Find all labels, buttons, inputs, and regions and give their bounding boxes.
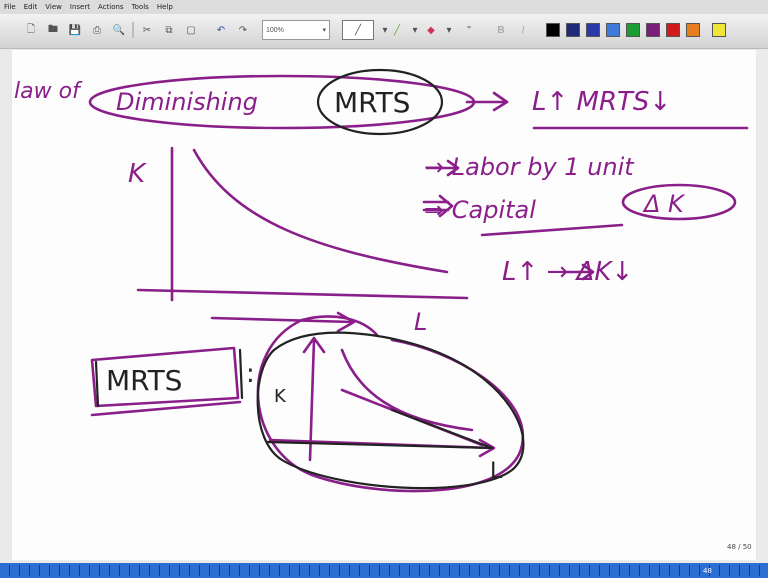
small-curve xyxy=(340,348,474,432)
ellipse-mrts-black xyxy=(316,68,444,136)
lower-black-ellipse xyxy=(256,331,525,490)
undo-icon[interactable]: ↶ xyxy=(216,24,226,36)
new-page-icon[interactable]: 🗋 xyxy=(26,23,36,35)
vertical-scrollbar[interactable] xyxy=(757,50,768,560)
save-icon[interactable]: 💾 xyxy=(68,24,82,36)
small-l-label: L xyxy=(490,459,503,484)
eraser-options-icon[interactable]: ▾ xyxy=(446,24,452,36)
ellipse-delta-k xyxy=(621,183,737,221)
mrts-underline xyxy=(90,400,242,417)
copy-icon[interactable]: ⧉ xyxy=(165,24,173,36)
eraser-icon[interactable]: ◆ xyxy=(427,24,435,36)
bold-button[interactable]: B xyxy=(497,24,505,36)
menu-help[interactable]: Help xyxy=(156,3,173,11)
status-bar-track xyxy=(0,565,768,576)
print-icon[interactable]: ⎙ xyxy=(93,24,101,36)
menu-insert[interactable]: Insert xyxy=(69,3,90,11)
whiteboard-page[interactable]: law of Diminishing L↑ MRTS↓ K L → Labor … xyxy=(12,50,756,560)
axis-l-label: L xyxy=(414,308,427,336)
double-arrow-note2 xyxy=(422,194,454,218)
color-swatch-purple[interactable] xyxy=(646,23,660,37)
color-swatch-orange[interactable] xyxy=(686,23,700,37)
mrts-colon: : xyxy=(246,359,255,389)
ink-layer: law of Diminishing L↑ MRTS↓ K L → Labor … xyxy=(14,68,749,493)
color-swatch-black[interactable] xyxy=(546,23,560,37)
mrts-circled-label: MRTS xyxy=(334,86,410,119)
lower-x-axis-black xyxy=(265,440,494,450)
l-up-mrts-down-label: L↑ MRTS↓ xyxy=(532,87,671,117)
mrts-box-left-stroke xyxy=(94,360,100,408)
arrow-below-graph xyxy=(210,311,356,333)
note-delta-k: Δ K xyxy=(642,190,686,218)
color-swatch-yellow[interactable] xyxy=(712,23,726,37)
color-swatch-navy[interactable] xyxy=(566,23,580,37)
mrts-box xyxy=(90,346,240,408)
lower-tangent-black xyxy=(390,408,494,450)
zoom-value: 100% xyxy=(266,26,284,34)
cut-icon[interactable]: ✂ xyxy=(142,24,152,36)
color-swatch-blue[interactable] xyxy=(586,23,600,37)
highlighter-icon[interactable]: ╱ xyxy=(393,24,401,36)
pen-options-icon[interactable]: ▾ xyxy=(382,24,388,36)
law-label: law of xyxy=(14,79,83,104)
highlighter-options-icon[interactable]: ▾ xyxy=(412,24,418,36)
pen-tool-button[interactable]: ╱ xyxy=(342,20,374,40)
more-tools-icon[interactable]: " xyxy=(467,24,471,36)
small-k-label: K xyxy=(274,386,287,407)
zoom-select[interactable]: 100% ▾ xyxy=(262,20,330,40)
note-capital: ⇒ Capital xyxy=(424,196,536,224)
color-swatch-red[interactable] xyxy=(666,23,680,37)
lower-ellipse-top xyxy=(300,315,379,337)
arrow-note1 xyxy=(425,159,460,177)
mrts-box-label: MRTS xyxy=(106,364,182,397)
small-y-axis xyxy=(302,336,326,462)
slide-counter: 48 / 50 xyxy=(727,543,752,551)
status-page-number: 48 xyxy=(703,567,712,575)
arrow-note3 xyxy=(565,263,595,281)
toolbar: 🗋 🖿 💾 ⎙ 🔍 ✂ ⧉ ▢ ↶ ↷ 100% ▾ ╱ ▾ ╱ ▾ ◆ ▾ "… xyxy=(0,14,768,49)
arrow-right-1 xyxy=(465,91,509,112)
menu-edit[interactable]: Edit xyxy=(23,3,38,11)
menu-bar: File Edit View Insert Actions Tools Help xyxy=(0,0,768,14)
menu-actions[interactable]: Actions xyxy=(97,3,124,11)
open-icon[interactable]: 🖿 xyxy=(48,23,58,35)
color-swatch-light-blue[interactable] xyxy=(606,23,620,37)
paste-icon[interactable]: ▢ xyxy=(186,24,196,36)
note-l-up-delta-k-down: L↑ → ΔK↓ xyxy=(502,257,633,287)
mrts-box-right-stroke xyxy=(238,348,244,400)
note-labor-by-unit: → Labor by 1 unit xyxy=(424,153,635,181)
axis-k-label: K xyxy=(128,159,147,189)
diminishing-label: Diminishing xyxy=(116,88,258,116)
x-axis-top-graph xyxy=(136,288,469,300)
chevron-down-icon: ▾ xyxy=(322,27,326,34)
pen-icon: ╱ xyxy=(354,24,362,36)
color-swatch-green[interactable] xyxy=(626,23,640,37)
menu-tools[interactable]: Tools xyxy=(131,3,149,11)
search-icon[interactable]: 🔍 xyxy=(112,24,126,36)
menu-file[interactable]: File xyxy=(4,3,16,11)
isoquant-curve xyxy=(192,148,449,274)
menu-view[interactable]: View xyxy=(45,3,62,11)
italic-button[interactable]: I xyxy=(521,24,525,36)
redo-icon[interactable]: ↷ xyxy=(238,24,248,36)
underline-capital xyxy=(480,223,624,237)
toolbar-divider xyxy=(132,22,134,38)
